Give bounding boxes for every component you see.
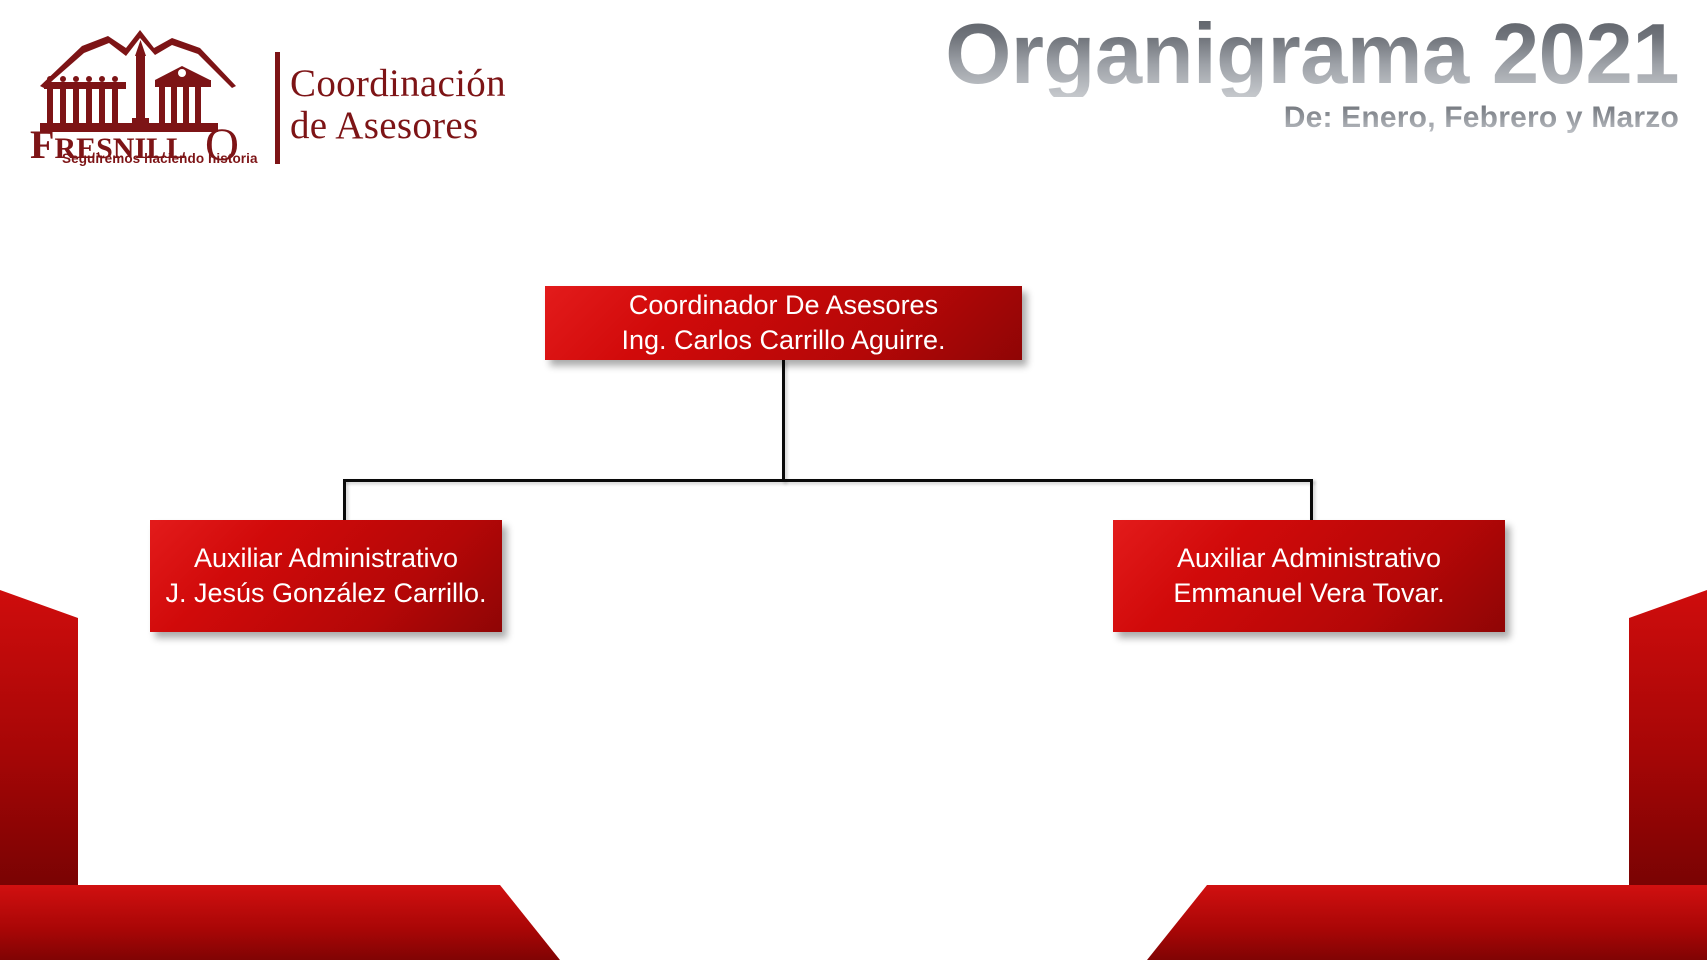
department-name: Coordinación de Asesores <box>290 63 506 146</box>
decorative-shape-left-svg <box>0 590 560 960</box>
page-subtitle: De: Enero, Febrero y Marzo <box>819 101 1679 135</box>
logo-wordmark-o: O <box>205 119 239 163</box>
logo-divider <box>275 52 280 164</box>
org-node-role: Auxiliar Administrativo <box>193 542 459 573</box>
decorative-shape-bottom-right <box>1087 560 1707 960</box>
page-title: Organigrama 2021 <box>819 12 1679 97</box>
department-line-1: Coordinación <box>290 62 506 105</box>
decorative-shape-right-svg <box>1147 590 1707 960</box>
org-node-name: J. Jesús González Carrillo. <box>165 578 487 608</box>
fresnillo-logo-icon: FRESNILL O Seguiremos haciendo historia <box>22 18 262 171</box>
fresnillo-emblem-svg: FRESNILL O <box>30 30 239 171</box>
logo-tagline: Seguiremos haciendo historia <box>62 151 258 166</box>
org-node-coordinador[interactable]: Coordinador De Asesores Ing. Carlos Carr… <box>545 286 1022 360</box>
brand-header: FRESNILL O Seguiremos haciendo historia … <box>22 18 522 171</box>
connector-root-stem <box>782 360 785 482</box>
org-node-auxiliar-derecha[interactable]: Auxiliar Administrativo Emmanuel Vera To… <box>1113 520 1505 632</box>
org-node-role: Coordinador De Asesores <box>628 289 939 320</box>
connector-horizontal-bar <box>343 479 1313 482</box>
title-block: Organigrama 2021 De: Enero, Febrero y Ma… <box>819 12 1679 135</box>
decorative-shape-bottom-left <box>0 560 620 960</box>
department-line-2: de Asesores <box>290 103 479 147</box>
org-node-role: Auxiliar Administrativo <box>1176 542 1442 573</box>
connector-drop-right <box>1310 479 1313 522</box>
connector-drop-left <box>343 479 346 522</box>
org-node-auxiliar-izquierda[interactable]: Auxiliar Administrativo J. Jesús Gonzále… <box>150 520 502 632</box>
org-node-name: Ing. Carlos Carrillo Aguirre. <box>621 325 946 355</box>
org-node-name: Emmanuel Vera Tovar. <box>1173 578 1445 608</box>
